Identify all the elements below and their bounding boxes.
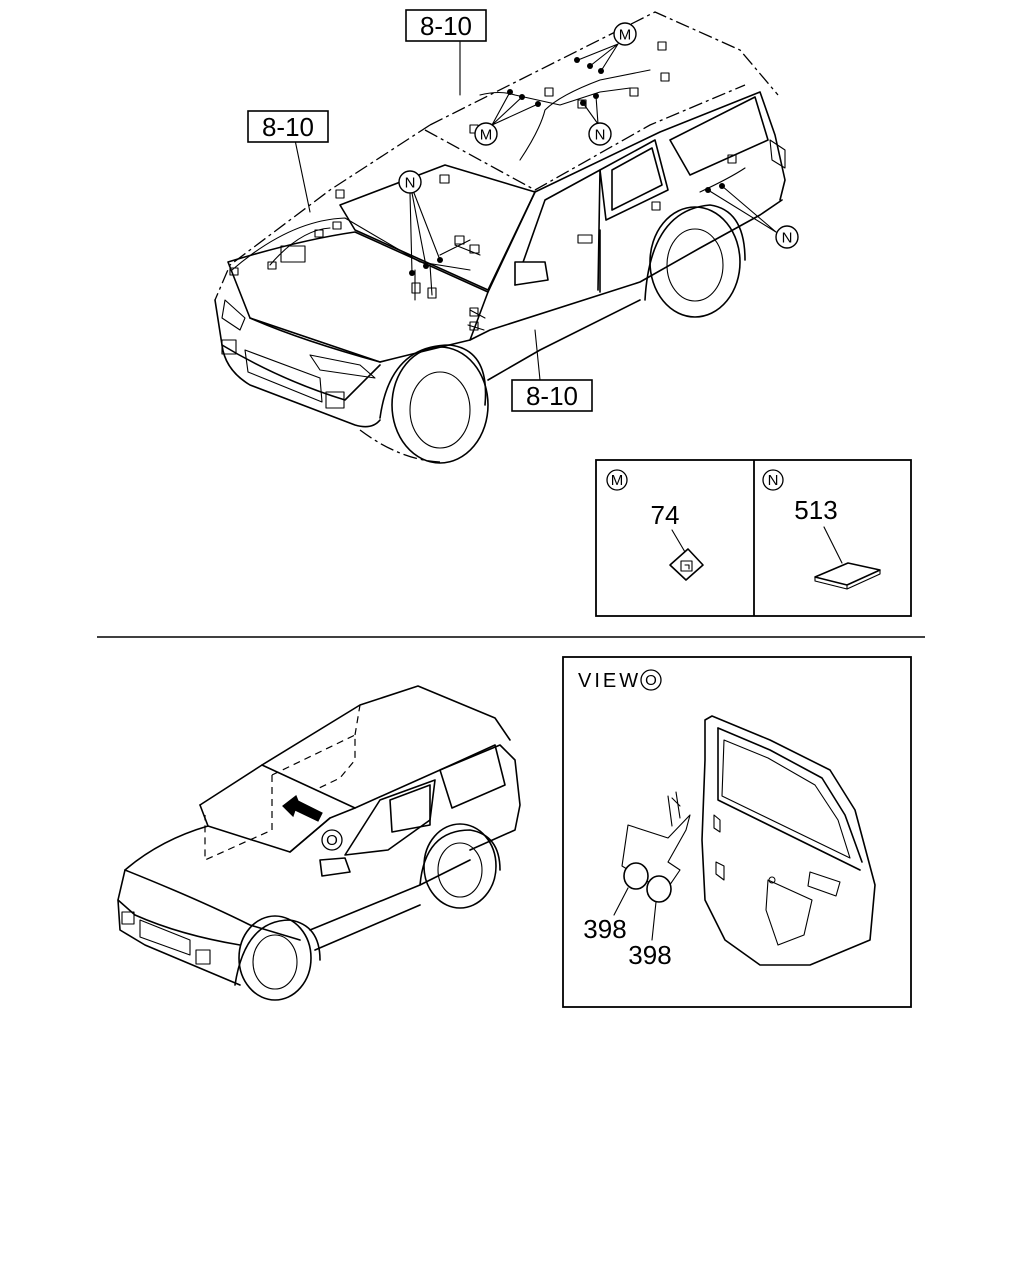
hood-ref-label: 8-10 bbox=[262, 112, 314, 142]
legend-m-symbol: M bbox=[611, 472, 624, 489]
callout-n-symbol-2: N bbox=[405, 175, 416, 192]
bottom-vehicle-drawing: O bbox=[117, 685, 521, 1001]
plug-part-number-b: 398 bbox=[628, 940, 671, 970]
legend-n-part-number: 513 bbox=[794, 495, 837, 525]
side-ref-label: 8-10 bbox=[526, 381, 578, 411]
plug-assembly bbox=[613, 791, 691, 941]
top-vehicle-drawing bbox=[214, 11, 786, 464]
callout-m-roof-rear: M bbox=[474, 91, 539, 146]
callout-n-symbol-3: N bbox=[782, 230, 793, 247]
side-ref-leader bbox=[534, 329, 541, 381]
callout-m-symbol-2: M bbox=[480, 127, 493, 144]
callout-n-symbol: N bbox=[595, 127, 606, 144]
legend-m-cell: M 74 bbox=[606, 469, 704, 581]
legend-m-part-number: 74 bbox=[651, 500, 680, 530]
hole-plug-icon-2 bbox=[646, 875, 672, 903]
clip-part-icon bbox=[669, 548, 704, 581]
callout-n-dash: N bbox=[398, 170, 441, 274]
legend-n-cell: N 513 bbox=[762, 469, 881, 590]
callout-n-roof: N bbox=[582, 95, 612, 146]
tape-part-icon bbox=[814, 562, 881, 590]
plug-part-number-a: 398 bbox=[583, 914, 626, 944]
view-arrow-icon bbox=[282, 795, 323, 822]
view-title: VIEW bbox=[578, 670, 641, 692]
hood-ref-box: 8-10 bbox=[247, 110, 329, 143]
rear-door-panel bbox=[701, 715, 876, 966]
callout-m-roof-front: M bbox=[577, 22, 637, 72]
roof-ref-box: 8-10 bbox=[405, 9, 487, 42]
view-symbol: O bbox=[645, 672, 657, 689]
roof-ref-label: 8-10 bbox=[420, 11, 472, 41]
view-o-panel: VIEW O 398 398 bbox=[562, 656, 912, 1008]
hood-ref-leader bbox=[294, 139, 311, 213]
callout-n-rear: N bbox=[707, 185, 799, 249]
callout-o-symbol: O bbox=[326, 832, 338, 849]
legend-n-symbol: N bbox=[768, 472, 779, 489]
legend-box: M 74 N 513 bbox=[595, 459, 912, 617]
callout-m-symbol: M bbox=[619, 27, 632, 44]
hole-plug-icon bbox=[623, 862, 649, 890]
side-ref-box: 8-10 bbox=[511, 379, 593, 412]
